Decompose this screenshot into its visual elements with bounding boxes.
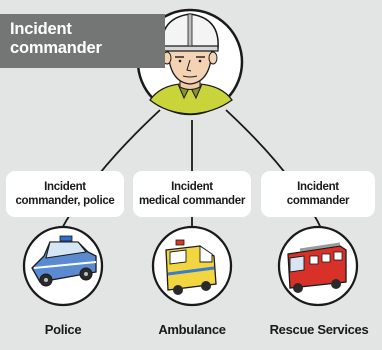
title-banner: Incident commander [0, 14, 165, 68]
role-line-2: commander [286, 195, 350, 207]
role-box-rescue-commander: Incident commander [261, 171, 375, 217]
role-box-medical-commander: Incident medical commander [133, 171, 251, 217]
role-line-2: medical commander [138, 195, 246, 207]
ambulance-icon [165, 239, 217, 295]
unit-label-police: Police [44, 322, 82, 337]
commander-circle [136, 8, 244, 116]
ambulance-circle [151, 225, 233, 307]
unit-label-ambulance: Ambulance [158, 322, 226, 337]
role-line-1: Incident [297, 181, 339, 193]
fire-truck-icon [287, 242, 347, 293]
role-line-1: Incident [171, 181, 213, 193]
commander-with-helmet-icon [149, 13, 233, 115]
role-line-1: Incident [44, 181, 86, 193]
role-line-2: commander, police [15, 195, 115, 207]
rescue-circle [277, 225, 359, 307]
page-title: Incident commander [10, 20, 102, 57]
unit-label-rescue-services: Rescue Services [269, 322, 369, 337]
police-car-icon [31, 235, 97, 287]
role-box-police-commander: Incident commander, police [6, 171, 124, 217]
police-circle [22, 225, 104, 307]
